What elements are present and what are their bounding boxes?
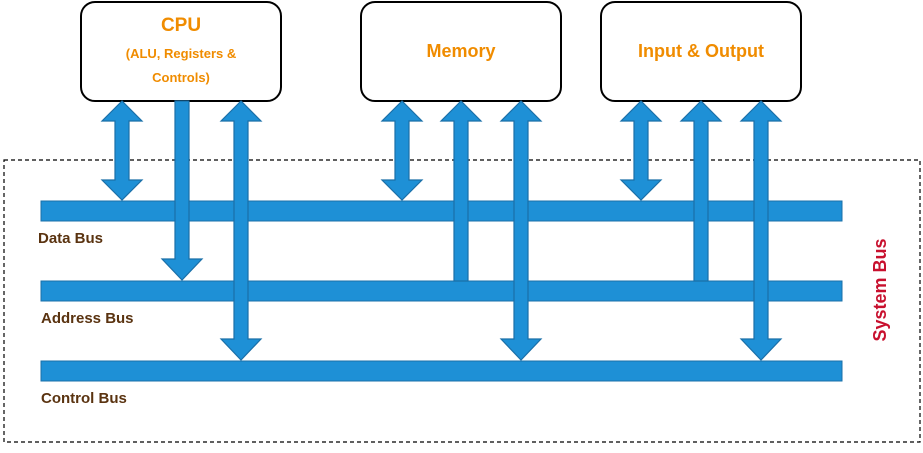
address-bus-label: Address Bus (41, 310, 134, 327)
memory-address-bus-arrow (439, 100, 483, 282)
cpu-control-bus-arrow (219, 100, 263, 361)
control-bus-bar (40, 360, 843, 382)
cpu-subtitle-line1: (ALU, Registers & (126, 46, 237, 61)
data-bus-label: Data Bus (38, 230, 103, 247)
data-bus-bar (40, 200, 843, 222)
memory-title: Memory (426, 41, 495, 61)
io-address-bus-arrow (679, 100, 723, 282)
io-box: Input & Output (600, 1, 802, 102)
cpu-data-bus-arrow (100, 100, 144, 201)
cpu-title: CPU (161, 15, 201, 36)
memory-data-bus-arrow (380, 100, 424, 201)
cpu-box: CPU (ALU, Registers & Controls) (80, 1, 282, 102)
cpu-subtitle-line2: Controls) (152, 70, 210, 85)
address-bus-bar (40, 280, 843, 302)
memory-box: Memory (360, 1, 562, 102)
io-title: Input & Output (638, 41, 764, 61)
system-bus-label: System Bus (870, 238, 890, 341)
io-control-bus-arrow (739, 100, 783, 361)
control-bus-label: Control Bus (41, 390, 127, 407)
memory-control-bus-arrow (499, 100, 543, 361)
io-data-bus-arrow (619, 100, 663, 201)
cpu-address-bus-arrow (160, 100, 204, 281)
